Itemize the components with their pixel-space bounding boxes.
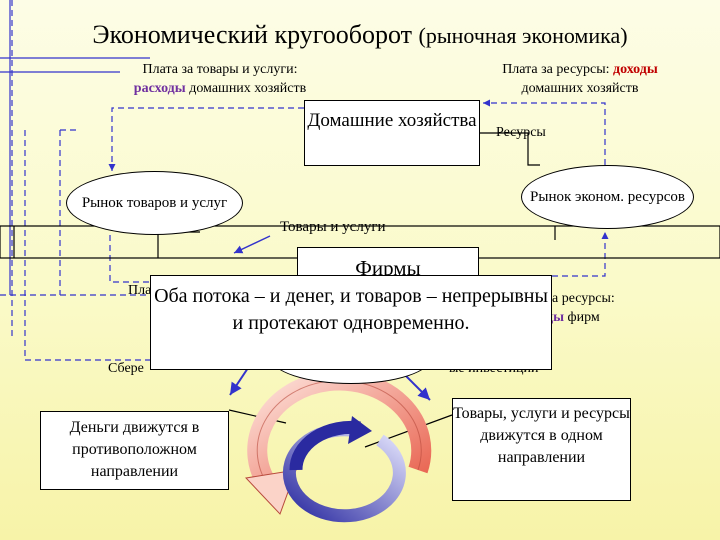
goods-market-node: Рынок товаров и услуг [66,171,243,235]
goods-direction-box: Товары, услуги и ресурсы движутся в одно… [452,398,631,501]
title-main: Экономический кругооборот [92,20,413,49]
payment-resources-caption: Плата за ресурсы: доходы домашних хозяйс… [470,60,690,98]
partial-right-rest: фирм [564,310,600,325]
payment-goods-line1: Плата за товары и услуги: [142,62,298,77]
firms-node: Фирмы [297,247,479,277]
callout-box: Оба потока – и денег, и товаров – непрер… [150,275,552,370]
partial-right-line1: а ресурсы: [552,291,615,306]
partial-left-caption: Пла [128,283,152,298]
title-subtitle: (рыночная экономика) [418,23,628,48]
payment-goods-line2: расходы домашних хозяйств [100,79,340,98]
resources-label: Ресурсы [496,125,546,140]
page-title: Экономический кругооборот (рыночная экон… [0,20,720,50]
goods-services-label: Товары и услуги [280,219,386,235]
money-direction-box: Деньги движутся в противоположном направ… [40,411,229,490]
households-node: Домашние хозяйства [304,100,480,166]
savings-partial-caption: Сбере [108,361,144,376]
payment-resources-line2: домашних хозяйств [521,81,639,96]
payment-goods-caption: Плата за товары и услуги: расходы домашн… [100,60,340,98]
payment-goods-rest: домашних хозяйств [185,81,307,96]
inner-goods-ring [282,416,406,523]
income-accent: доходы [612,62,658,77]
resource-market-node: Рынок эконом. ресурсов [521,165,694,229]
partial-right-caption: а ресурсы: ды фирм [546,289,615,327]
expenses-accent: расходы [133,81,186,96]
payment-resources-prefix: Плата за ресурсы: [502,62,613,77]
